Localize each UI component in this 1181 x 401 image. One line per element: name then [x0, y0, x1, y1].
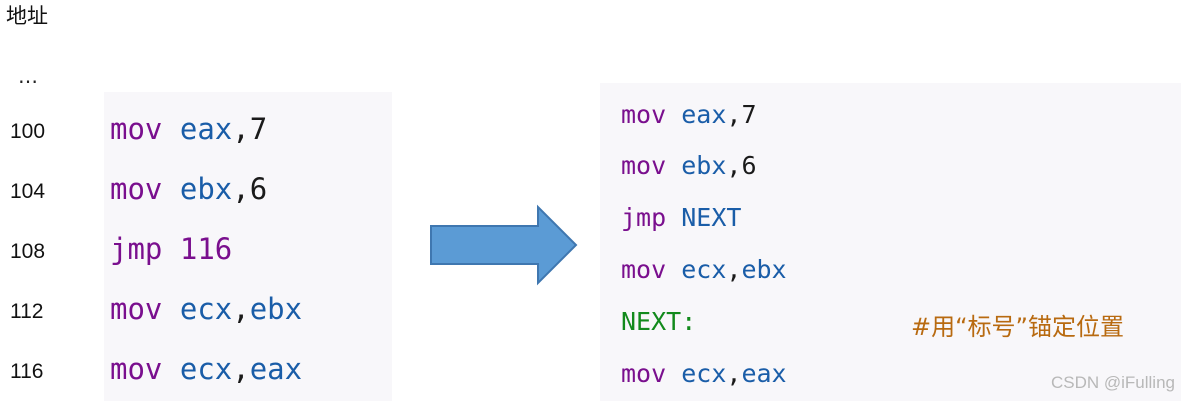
code-block-labeled: mov eax,7 mov ebx,6 jmp NEXT mov ecx,ebx… [600, 83, 1181, 401]
code-line: mov ecx,ebx [621, 255, 787, 284]
comma: , [726, 255, 742, 284]
opcode: mov [621, 359, 667, 388]
operand-register: ecx [179, 292, 233, 326]
code-line: mov eax,7 [110, 112, 267, 146]
opcode: mov [621, 255, 667, 284]
comma: , [232, 352, 250, 386]
code-line: mov ebx,6 [110, 172, 267, 206]
comma: , [726, 359, 742, 388]
comma: , [726, 151, 742, 180]
comma: , [232, 292, 250, 326]
code-line: NEXT: #用“标号”锚定位置 [621, 307, 1124, 341]
opcode: mov [110, 352, 163, 386]
comma: , [726, 100, 742, 129]
code-block-addressed: mov eax,7 mov ebx,6 jmp 116 mov ecx,ebx … [104, 92, 392, 401]
operand-register: eax [179, 112, 233, 146]
code-line: mov ecx,eax [110, 352, 302, 386]
code-line: jmp 116 [110, 232, 232, 266]
opcode: mov [110, 292, 163, 326]
code-line: mov ecx,ebx [110, 292, 302, 326]
address-label: 116 [10, 360, 44, 383]
code-line: mov ecx,eax [621, 359, 787, 388]
address-header: 地址 [6, 4, 48, 28]
opcode: mov [110, 112, 163, 146]
operand-register: eax [249, 352, 303, 386]
operand-register: eax [681, 100, 727, 129]
operand-number: 6 [741, 151, 757, 180]
comma: , [232, 112, 250, 146]
ellipsis: … [18, 64, 38, 88]
operand-register: ebx [681, 151, 727, 180]
address-label: 112 [10, 300, 44, 323]
address-label: 108 [10, 240, 46, 263]
code-line: mov eax,7 [621, 100, 757, 129]
address-label: 100 [10, 120, 46, 143]
label-definition: NEXT: [621, 307, 697, 336]
operand-register: ebx [249, 292, 303, 326]
opcode: jmp [110, 232, 163, 266]
operand-register: ebx [741, 255, 787, 284]
operand-number: 7 [249, 112, 268, 146]
code-line: mov ebx,6 [621, 151, 757, 180]
comma: , [232, 172, 250, 206]
opcode: mov [621, 151, 667, 180]
operand-register: ebx [179, 172, 233, 206]
operand-register: ecx [681, 359, 727, 388]
operand-number: 7 [741, 100, 757, 129]
annotation-comment: #用“标号”锚定位置 [911, 313, 1124, 341]
operand-register: ecx [179, 352, 233, 386]
jump-target-label: NEXT [681, 203, 742, 232]
opcode: jmp [621, 203, 667, 232]
opcode: mov [621, 100, 667, 129]
operand-number: 6 [249, 172, 268, 206]
right-arrow-icon [430, 204, 578, 286]
watermark: CSDN @iFulling [1050, 373, 1175, 392]
operand-register: eax [741, 359, 787, 388]
code-line: jmp NEXT [621, 203, 741, 232]
address-label: 104 [10, 180, 46, 203]
operand-register: ecx [681, 255, 727, 284]
opcode: mov [110, 172, 163, 206]
jump-target-address: 116 [179, 232, 233, 266]
